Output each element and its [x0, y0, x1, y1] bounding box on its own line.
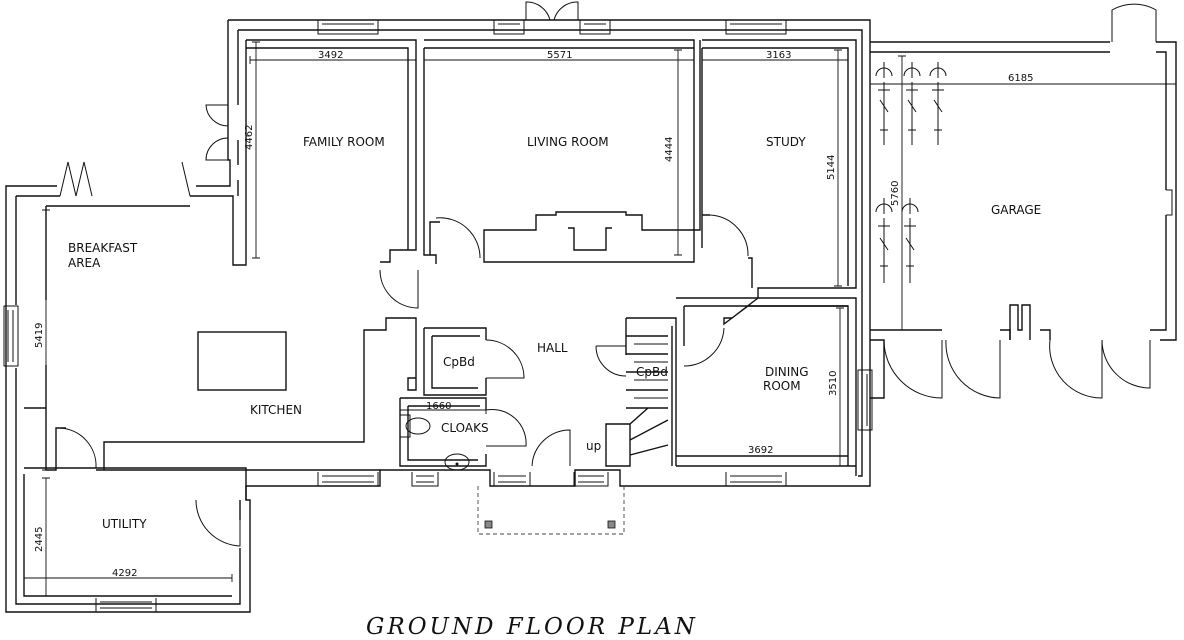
living-depth-dim: 4444 — [664, 137, 675, 162]
cloaks-label: CLOAKS — [441, 421, 489, 435]
family-width-dim: 3492 — [318, 50, 343, 61]
study-width-dim: 3163 — [766, 50, 791, 61]
room-labels: FAMILY ROOM LIVING ROOM STUDY GARAGE BRE… — [68, 135, 1041, 531]
living-room-label: LIVING ROOM — [527, 135, 609, 149]
windows — [3, 20, 873, 613]
cpbd-stairs-label: CpBd — [636, 365, 668, 379]
area-label: AREA — [68, 256, 101, 270]
living-width-dim: 5571 — [547, 50, 572, 61]
garage-label: GARAGE — [991, 203, 1041, 217]
utility-depth-dim: 2445 — [34, 527, 45, 552]
dining-depth-dim: 3510 — [828, 371, 839, 396]
dining-room-label: ROOM — [763, 379, 801, 393]
utility-label: UTILITY — [102, 517, 147, 531]
interior-walls — [24, 39, 857, 500]
kitchen-label: KITCHEN — [250, 403, 302, 417]
outer-walls — [5, 19, 1177, 613]
hall-label: HALL — [537, 341, 568, 355]
cloaks-width-dim: 1660 — [426, 401, 451, 412]
breakfast-label: BREAKFAST — [68, 241, 138, 255]
dimension-labels: 3492 5571 3163 6185 4462 4444 5144 5760 … — [34, 50, 1033, 579]
dining-label: DINING — [765, 365, 809, 379]
kitchen-depth-dim: 5419 — [34, 323, 45, 348]
family-room-label: FAMILY ROOM — [303, 135, 385, 149]
porch — [477, 486, 625, 535]
dimension-lines — [23, 41, 1177, 597]
study-depth-dim: 5144 — [826, 155, 837, 180]
garage-depth-dim: 5760 — [890, 181, 901, 206]
study-label: STUDY — [766, 135, 806, 149]
bicycle-icon — [875, 62, 947, 283]
dining-width-dim: 3692 — [748, 445, 773, 456]
garage-width-dim: 6185 — [1008, 73, 1033, 84]
family-depth-dim: 4462 — [244, 125, 255, 150]
cpbd-hall-label: CpBd — [443, 355, 475, 369]
utility-width-dim: 4292 — [112, 568, 137, 579]
plan-title: GROUND FLOOR PLAN — [366, 614, 698, 640]
doors — [59, 1, 1157, 547]
stairs-up-label: up — [586, 439, 601, 453]
